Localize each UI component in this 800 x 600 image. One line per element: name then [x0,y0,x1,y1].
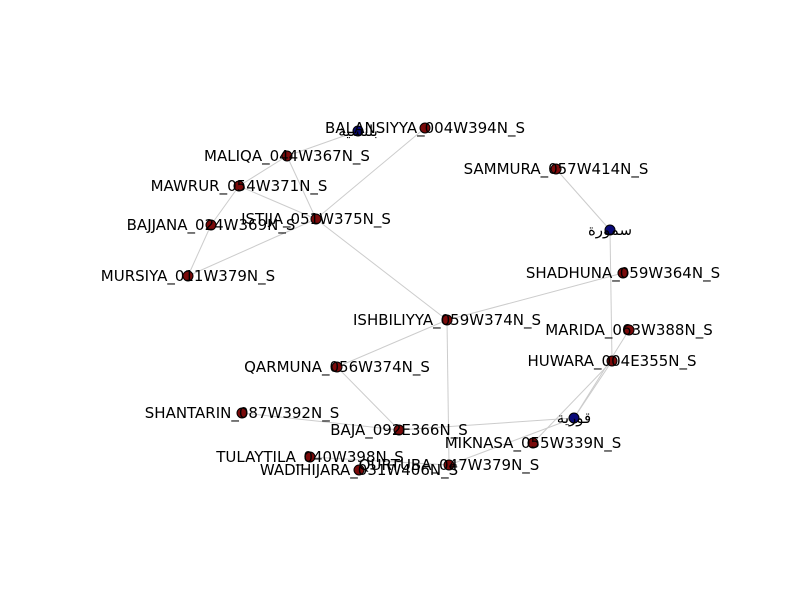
edge-qarmuna-baja [336,366,400,431]
node-label-istija: ISTIJA_051W375N_S [241,210,391,229]
node-label-qarmuna: QARMUNA_056W374N_S [244,358,430,377]
edge-ishbiliyya-qarmuna [336,319,448,368]
edge-shantarin-baja [241,412,400,431]
node-label-marida: MARIDA_063W388N_S [545,321,712,340]
edge-mawrur-istija [238,185,317,220]
node-sammura_ar [604,224,616,236]
node-label-ishbiliyya: ISHBILIYYA_059W374N_S [353,311,541,330]
node-label-mawrur: MAWRUR_054W371N_S [151,177,328,196]
edge-shadhuna-ishbiliyya [446,272,624,321]
edge-sammura-sammura_ar [555,168,611,231]
node-maliqa [281,150,293,162]
node-mursiya [182,270,194,282]
node-baja [393,424,405,436]
node-label-baja: BAJA_092E366N_S [330,421,467,440]
node-label-balansiyya_ar: بلنسية [338,122,378,140]
node-balansiyya_ar [352,125,364,137]
edge-huwara-miknasa [532,360,613,444]
node-tulaytila [304,451,316,463]
edge-mawrur-bajjana [210,185,240,226]
node-shantarin [236,407,248,419]
node-label-balansiyya: BALANSIYYA_004W394N_S [325,119,525,138]
node-label-bajjana: BAJJANA_024W369N_S [127,216,296,235]
edges-layer [187,127,630,466]
node-label-huwara: HUWARA_004E355N_S [527,352,696,371]
node-label-miknasa: MIKNASA_055W339N_S [445,434,622,453]
node-mawrur [233,180,245,192]
node-label-shantarin: SHANTARIN_087W392N_S [145,404,339,423]
node-wadihijara [353,464,365,476]
node-shadhuna [617,267,629,279]
node-qawriyya [568,412,580,424]
nodes-layer [182,122,635,476]
edge-ishbiliyya-qurtuba [446,319,450,466]
edge-baja-qawriyya [398,417,575,431]
node-label-shadhuna: SHADHUNA_059W364N_S [526,264,720,283]
node-label-sammura: SAMMURA_057W414N_S [464,160,649,179]
edge-istija-mursiya [187,218,317,277]
edge-maliqa-istija [286,155,317,220]
node-bajjana [205,219,217,231]
node-label-qawriyya: قورية [557,409,591,427]
edge-tulaytila-qurtuba [309,456,450,466]
node-qurtuba [443,459,455,471]
node-label-mursiya: MURSIYA_011W379N_S [101,267,275,286]
node-label-qurtuba: QURTUBA_047W379N_S [359,456,540,475]
edge-marida-qawriyya [573,329,630,419]
node-ishbiliyya [441,314,453,326]
edge-sammura_ar-huwara [609,229,613,362]
edge-maliqa-balansiyya_ar [286,130,359,157]
edge-istija-ishbiliyya [315,218,448,321]
node-label-maliqa: MALIQA_044W367N_S [204,147,370,166]
edge-balansiyya-istija [315,127,426,220]
node-label-tulaytila: TULAYTILA_040W398N_S [215,448,404,467]
node-huwara [606,355,618,367]
node-sammura [550,163,562,175]
node-label-wadihijara: WADIHIJARA_031W406N_S [260,461,458,480]
edge-maliqa-mawrur [238,155,288,187]
node-balansiyya [419,122,431,134]
node-marida [623,324,635,336]
node-label-sammura_ar: سمورة [588,221,632,239]
node-qarmuna [331,361,343,373]
node-miknasa [527,437,539,449]
edge-bajjana-mursiya [187,224,212,277]
node-istija [310,213,322,225]
edge-huwara-qawriyya [573,360,613,419]
edge-qawriyya-qurtuba [448,417,575,466]
